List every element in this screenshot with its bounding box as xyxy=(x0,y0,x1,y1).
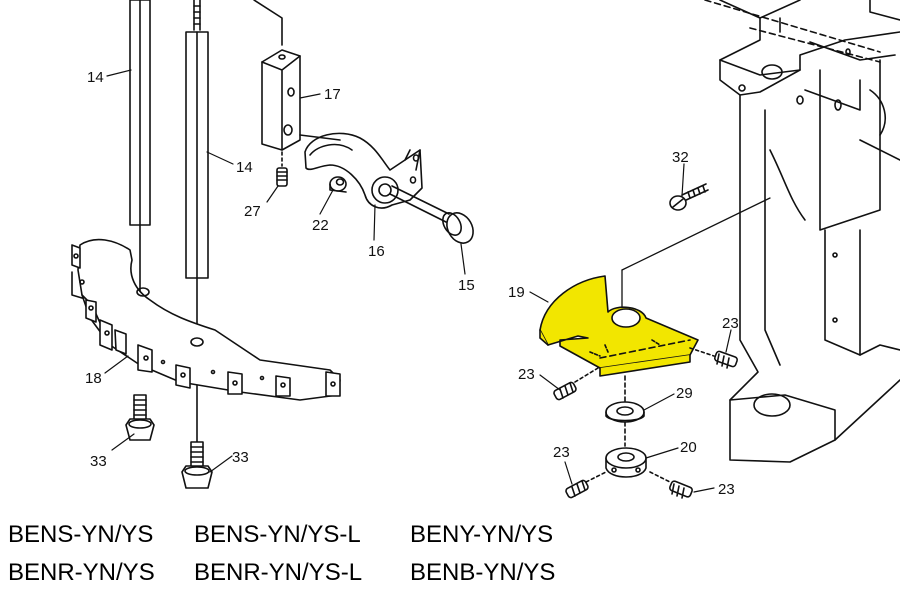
model-label: BENY-YN/YS xyxy=(410,521,554,548)
setscrew-27 xyxy=(276,151,288,187)
callout-23-a: 23 xyxy=(722,315,739,332)
callout-22: 22 xyxy=(312,217,329,234)
bracket-16 xyxy=(299,132,423,209)
washer-29 xyxy=(605,401,645,423)
model-label: BENR-YN/YS xyxy=(8,559,155,586)
callout-15: 15 xyxy=(458,277,475,294)
callout-23-c: 23 xyxy=(553,444,570,461)
callout-20: 20 xyxy=(680,439,697,456)
model-label: BENS-YN/YS xyxy=(8,521,154,548)
collar-20 xyxy=(605,447,647,478)
cam-19-highlighted xyxy=(539,275,699,377)
callout-33-right: 33 xyxy=(232,449,249,466)
callout-14-left: 14 xyxy=(87,69,104,86)
nut-22 xyxy=(329,176,347,193)
plate-18 xyxy=(71,238,341,401)
model-label: BENB-YN/YS xyxy=(410,559,556,586)
model-list: BENS-YN/YS BENS-YN/YS-L BENY-YN/YS BENR-… xyxy=(8,516,888,592)
callout-33-left: 33 xyxy=(90,453,107,470)
leader-lines xyxy=(104,69,732,493)
callout-23-b: 23 xyxy=(518,366,535,383)
screw-32 xyxy=(669,183,709,211)
callout-27: 27 xyxy=(244,203,261,220)
model-label: BENR-YN/YS-L xyxy=(194,559,363,586)
setscrew-23-b xyxy=(553,367,599,401)
callout-19: 19 xyxy=(508,284,525,301)
parts-diagram: 14 14 17 27 22 16 15 18 33 33 32 19 23 2… xyxy=(71,0,900,499)
callout-16: 16 xyxy=(368,243,385,260)
model-label: BENS-YN/YS-L xyxy=(194,521,361,548)
model-row: BENS-YN/YS BENS-YN/YS-L BENY-YN/YS xyxy=(8,516,888,554)
callout-23-d: 23 xyxy=(718,481,735,498)
frame-assembly xyxy=(719,0,900,463)
bolt-33-right xyxy=(181,441,213,489)
model-row: BENR-YN/YS BENR-YN/YS-L BENB-YN/YS xyxy=(8,554,888,592)
setscrew-23-a xyxy=(689,347,739,369)
callout-18: 18 xyxy=(85,370,102,387)
block-17 xyxy=(253,0,301,151)
setscrew-23-d xyxy=(649,471,693,499)
bolt-33-left xyxy=(125,394,155,441)
callout-17: 17 xyxy=(324,86,341,103)
rod-14-left xyxy=(129,0,151,293)
pin-15 xyxy=(389,185,474,244)
callout-14-right: 14 xyxy=(236,159,253,176)
callout-29: 29 xyxy=(676,385,693,402)
callout-32: 32 xyxy=(672,149,689,166)
hidden-lines xyxy=(704,0,881,63)
setscrew-23-c xyxy=(565,471,607,499)
